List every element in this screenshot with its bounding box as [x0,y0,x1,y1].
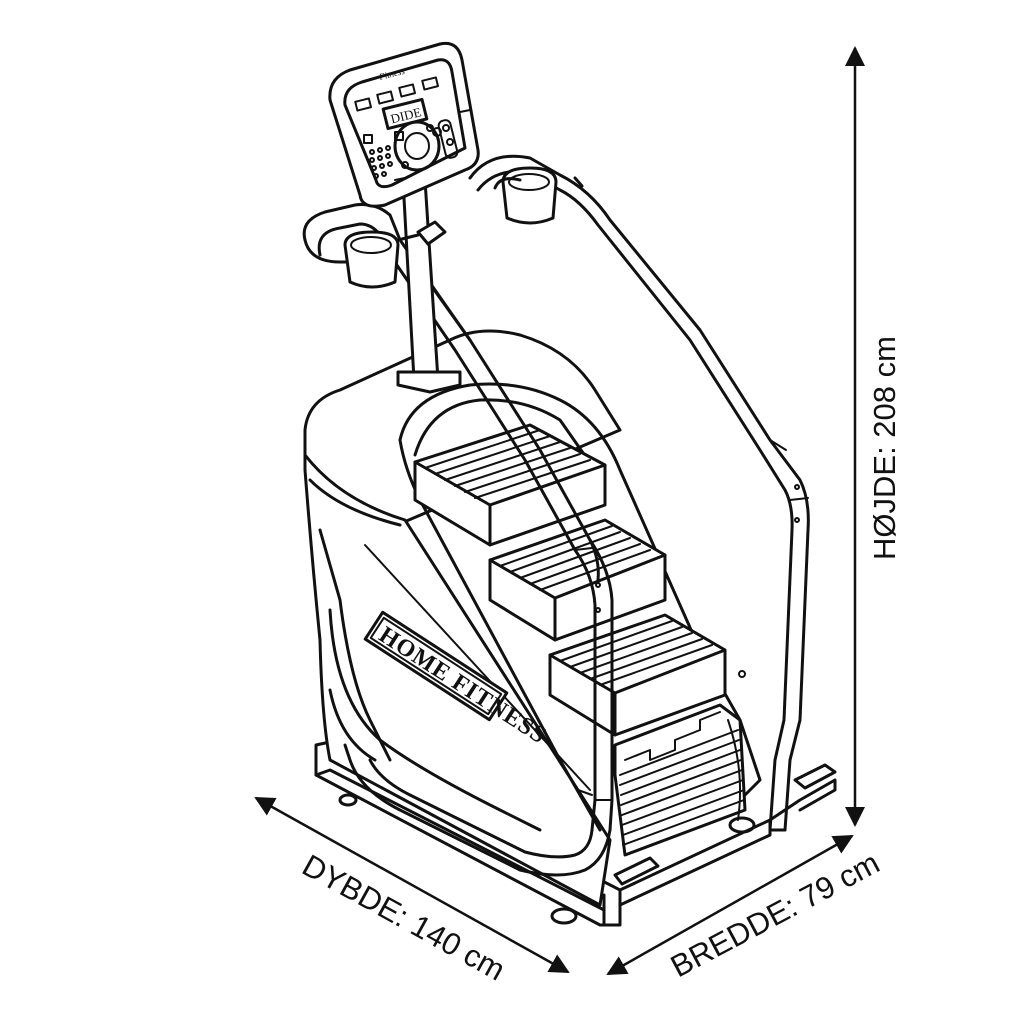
height-label: HØJDE: 208 cm [867,336,902,560]
cup-holders [343,166,584,289]
depth-label: DYBDE: 140 cm [297,848,511,988]
console-keypad[interactable] [369,145,393,179]
height-dimension: HØJDE: 208 cm [845,46,902,827]
console-buttons [354,76,440,144]
console-post [396,178,462,394]
console: Fitness DIDE [328,41,480,208]
width-arrow [606,834,854,976]
stair-steps [413,423,747,857]
depth-arrow [254,796,570,974]
console-dial[interactable] [393,120,441,172]
width-label: BREDDE: 79 cm [665,845,885,984]
